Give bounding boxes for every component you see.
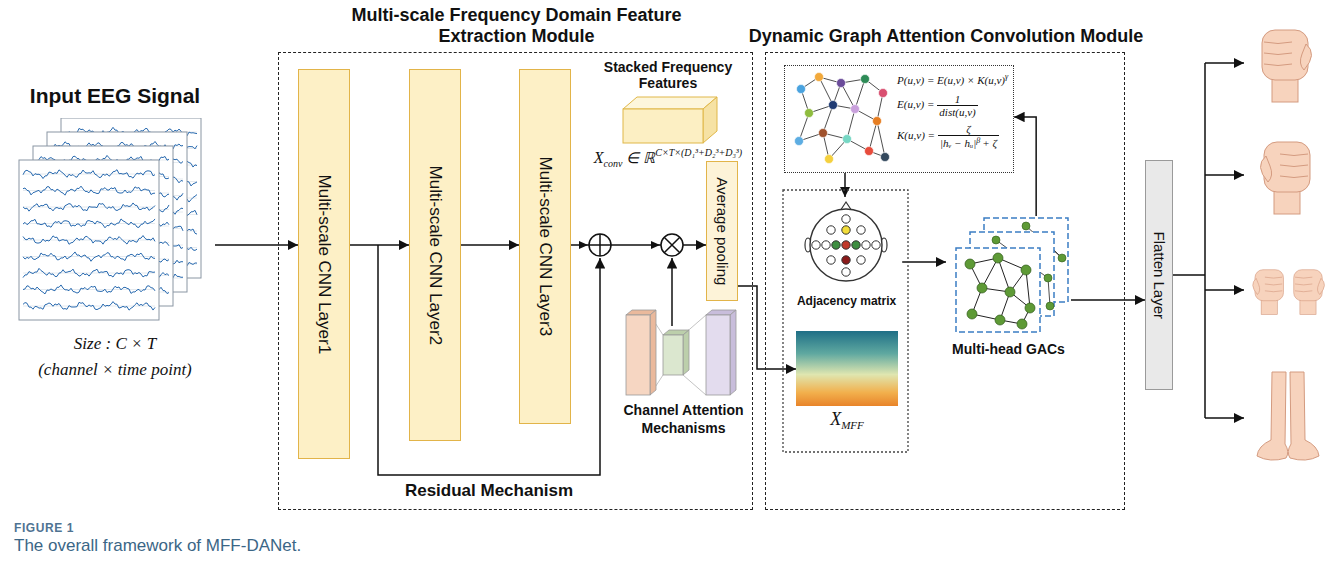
fraction: ζ|hᵥ − hᵤ|β+ ζ	[938, 123, 999, 150]
formula-subscript: conv	[604, 158, 623, 169]
flow-arrow	[1014, 117, 1036, 216]
multiply-symbol	[664, 237, 680, 253]
arrow-head	[579, 241, 588, 249]
figure-caption: The overall framework of MFF-DANet.	[14, 536, 301, 555]
input-block: Input EEG SignalSize : C × T (channel × t…	[15, 84, 215, 400]
label-holder: Residual Mechanism	[378, 481, 600, 501]
text-holder: Channel Attention Mechanisms	[616, 401, 751, 437]
attention-line	[671, 258, 673, 326]
feature-frame	[783, 190, 908, 452]
formula-text: E(u,v) =	[897, 98, 934, 110]
figure-number: FIGURE 1	[14, 521, 74, 535]
denominator: dist(u,v)	[937, 105, 977, 118]
motor-imagery-icons	[1253, 30, 1325, 460]
feature-symbol: X	[830, 409, 841, 429]
formula-row: E(u,v) =1dist(u,v)	[897, 93, 1008, 118]
denominator: |hᵥ − hᵤ|β+ ζ	[938, 135, 999, 150]
text-holder: XMFF	[796, 409, 898, 431]
fraction: 1dist(u,v)	[937, 93, 977, 118]
layer-label: Flatten Layer	[1151, 231, 1168, 319]
flow-arrow	[1071, 299, 1145, 301]
formula-text: ζ	[966, 123, 970, 135]
flow-arrow	[902, 261, 946, 263]
formula-box: P(u,v) = E(u,v) × K(u,v)γE(u,v) =1dist(u…	[784, 65, 1014, 173]
input-title: Input EEG Signal	[30, 84, 200, 107]
heading-holder: Dynamic Graph Attention Convolution Modu…	[706, 26, 1186, 48]
attention-block: Channel Attention Mechanisms	[616, 307, 751, 447]
note-holder: (channel × time point)	[5, 360, 225, 380]
text-holder: Adjacency matrix	[791, 291, 902, 309]
output-arrow	[1205, 289, 1244, 291]
note-holder: Size : C × T	[5, 334, 225, 354]
formula-text: |hᵥ − hᵤ|	[940, 137, 976, 149]
feature-subscript: MFF	[841, 419, 864, 431]
label-holder: FIGURE 1	[14, 518, 214, 536]
arrow-head	[651, 241, 660, 249]
attention-illustration	[616, 307, 751, 399]
module-frame: P(u,v) = E(u,v) × K(u,v)γE(u,v) =1dist(u…	[765, 52, 1125, 510]
module-label: Multi-head GACs	[952, 341, 1065, 357]
formula-holder: P(u,v) = E(u,v) × K(u,v)γE(u,v) =1dist(u…	[897, 72, 1008, 149]
graph-attention-illustration	[946, 216, 1071, 338]
feature-heading: Stacked Frequency Features	[576, 59, 760, 91]
matrix-label: Adjacency matrix	[797, 294, 896, 308]
layer-label: Multi-scale CNN Layer1	[315, 174, 334, 354]
formula-symbol: ∈ ℝ	[626, 150, 655, 166]
output-line	[1173, 63, 1205, 418]
flow-arrow	[350, 244, 409, 246]
module-label: Channel Attention Mechanisms	[623, 402, 743, 436]
feature-block: Stacked Frequency FeaturesXconv∈ ℝC×T×(D…	[576, 59, 760, 173]
layer-label: Multi-scale CNN Layer2	[426, 165, 445, 345]
flow-arrow	[738, 286, 796, 369]
heading-holder: Multi-scale Frequency Domain Feature Ext…	[309, 5, 724, 48]
formula-symbol: X	[594, 149, 604, 166]
add-symbol	[589, 234, 611, 256]
gac-block: Multi-head GACs	[946, 216, 1071, 366]
flow-arrow	[215, 244, 298, 246]
module-heading: Multi-scale Frequency Domain Feature Ext…	[351, 5, 681, 47]
flatten-box: Flatten Layer	[1145, 160, 1173, 390]
formula-text: + ζ	[982, 137, 997, 149]
adjacency-block: Adjacency matrix	[791, 197, 902, 315]
process-box: Multi-scale CNN Layer2	[409, 69, 461, 441]
size-note: Size : C × T	[74, 334, 156, 353]
pooling-box: Average pooling	[706, 161, 738, 301]
title-holder: Input EEG Signal	[15, 84, 215, 108]
eeg-illustration	[15, 118, 215, 328]
formula-text: K(u,v) =	[897, 129, 935, 141]
output-arrow	[1205, 62, 1244, 64]
caption-holder: The overall framework of MFF-DANet.	[14, 536, 301, 556]
output-arrow	[1205, 174, 1244, 176]
feature-cube	[603, 93, 733, 145]
formula-text: 1	[955, 93, 961, 105]
add-symbol	[589, 234, 611, 256]
formula-row: P(u,v) = E(u,v) × K(u,v)γ	[897, 72, 1008, 86]
head-illustration	[791, 197, 902, 289]
formula-text: dist(u,v)	[939, 106, 975, 118]
multiply-symbol	[661, 234, 683, 256]
module-frame: Multi-scale CNN Layer1 Multi-scale CNN La…	[278, 52, 753, 510]
module-heading: Dynamic Graph Attention Convolution Modu…	[749, 26, 1143, 46]
formula-superscript: β	[976, 136, 980, 145]
process-box: Multi-scale CNN Layer3	[519, 69, 571, 424]
text-holder: Multi-head GACs	[936, 340, 1081, 358]
output-arrow	[1205, 417, 1244, 419]
formula-row: K(u,v) =ζ|hᵥ − hᵤ|β+ ζ	[897, 123, 1008, 150]
formula-superscript: C×T×(D₁³+D₂³+D₃³)	[655, 147, 742, 158]
feature-map: XMFF	[796, 331, 898, 441]
flow-arrow	[844, 173, 846, 197]
formula-text: P(u,v) = E(u,v) × K(u,v)	[897, 74, 1005, 86]
size-note: (channel × time point)	[38, 360, 192, 379]
layer-label: Average pooling	[714, 177, 731, 285]
process-box: Multi-scale CNN Layer1	[298, 69, 350, 459]
layer-label: Multi-scale CNN Layer3	[536, 157, 555, 337]
formula-superscript: γ	[1005, 72, 1008, 81]
graph-illustration	[789, 69, 893, 169]
mechanism-label: Residual Mechanism	[405, 481, 573, 500]
feature-gradient	[796, 331, 898, 406]
flow-arrow	[461, 244, 519, 246]
